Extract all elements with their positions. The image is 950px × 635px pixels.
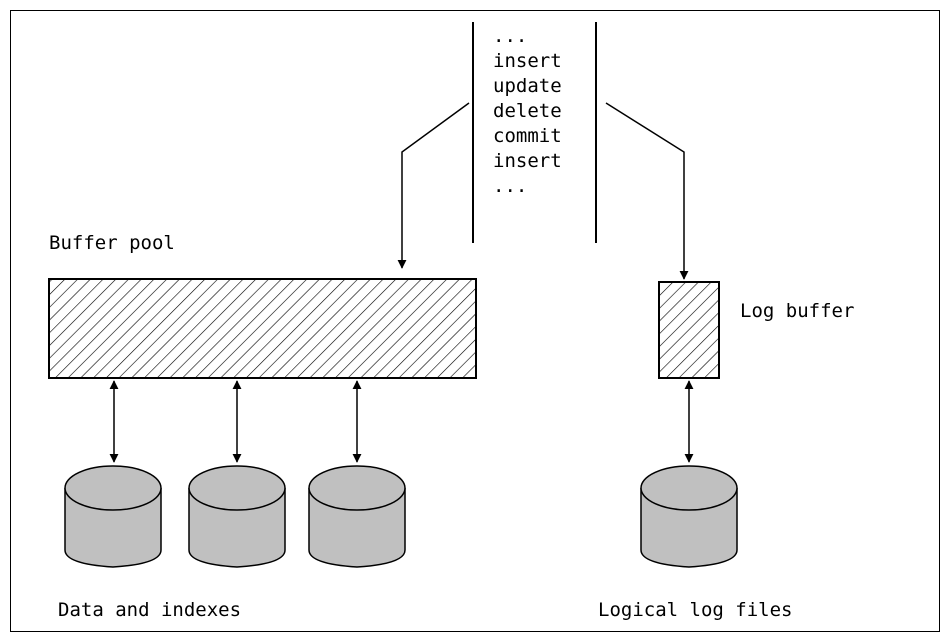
log-buffer-label: Log buffer	[740, 300, 855, 322]
operation-item: delete	[493, 100, 562, 122]
ops-to-buffer-pool-arrow	[397, 102, 470, 269]
log-buffer-box	[658, 281, 720, 379]
data-and-indexes-label: Data and indexes	[58, 599, 242, 621]
data-disk-3-icon	[308, 465, 406, 568]
operation-item: insert	[493, 150, 562, 172]
data-disk-1-icon	[64, 465, 162, 568]
operations-list: ... insert update delete commit insert .…	[493, 24, 562, 199]
buffer-pool-label: Buffer pool	[49, 232, 175, 254]
logical-log-files-label: Logical log files	[598, 599, 793, 621]
data-disk-2-icon	[188, 465, 286, 568]
log-disk-icon	[640, 465, 738, 568]
buffer-pool-box	[48, 278, 477, 379]
operation-item: commit	[493, 125, 562, 147]
operation-item: update	[493, 75, 562, 97]
ops-to-log-buffer-arrow	[605, 102, 689, 280]
operation-item: insert	[493, 50, 562, 72]
operation-item: ...	[493, 25, 528, 47]
operation-item: ...	[493, 175, 528, 197]
